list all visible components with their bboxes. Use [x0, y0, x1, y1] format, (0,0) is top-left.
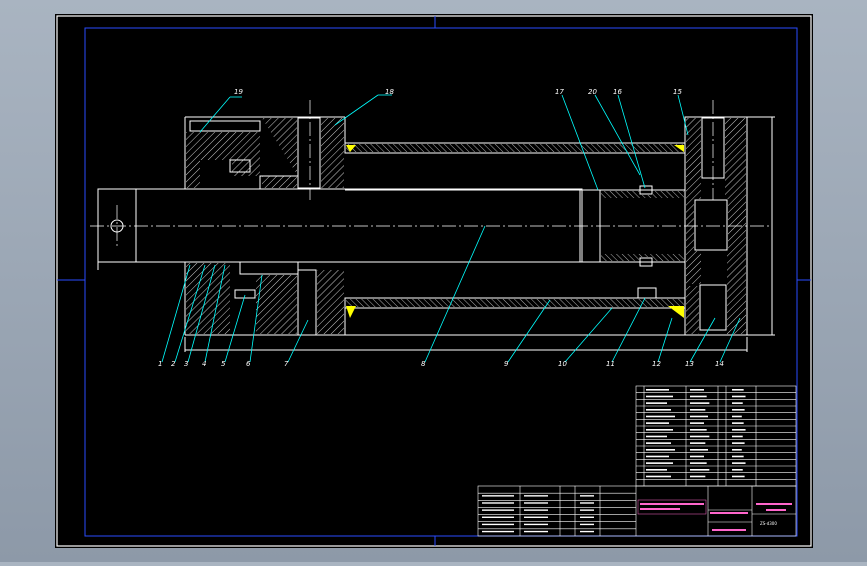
parts-list-entry — [690, 462, 707, 464]
parts-list-entry — [690, 395, 707, 398]
parts-list-entry — [646, 449, 675, 451]
parts-list-entry — [690, 429, 707, 431]
parts-list-entry — [690, 415, 708, 418]
seals — [346, 145, 684, 318]
part-label-13: 13 — [685, 360, 694, 368]
parts-list-entry — [646, 395, 673, 398]
parts-list-entry — [732, 429, 746, 431]
top-part-labels: 19 18 17 20 16 15 — [234, 88, 682, 96]
parts-list-entry — [690, 402, 710, 404]
parts-list-entry — [690, 422, 704, 424]
title-block-entry — [580, 502, 594, 504]
parts-list-entry — [732, 475, 745, 478]
title-block-text: ZS-d300 — [637, 499, 792, 531]
part-label-4: 4 — [202, 360, 206, 368]
leader-lines — [161, 94, 741, 363]
parts-list-entry — [646, 422, 669, 424]
parts-list-entry — [646, 429, 673, 431]
center-marks — [57, 16, 811, 546]
parts-list-entry — [646, 402, 667, 404]
parts-list-entry — [690, 389, 704, 391]
part-label-20: 20 — [588, 88, 597, 96]
section-hatching — [186, 118, 746, 334]
centerline — [90, 100, 770, 247]
part-label-2: 2 — [171, 360, 176, 368]
inner-border — [84, 27, 798, 537]
parts-list-entry — [732, 469, 743, 471]
parts-list-entry — [690, 455, 704, 458]
parts-list-entry — [646, 442, 671, 444]
part-label-10: 10 — [558, 360, 567, 368]
title-block-entry — [524, 523, 548, 526]
title-block-entry — [482, 495, 514, 497]
part-label-9: 9 — [504, 360, 509, 368]
title-block-entry — [524, 509, 548, 511]
parts-list-entry — [646, 469, 667, 471]
part-label-17: 17 — [555, 88, 564, 96]
front-bolt — [297, 117, 321, 189]
part-label-12: 12 — [652, 360, 661, 368]
parts-list-entry — [690, 442, 706, 444]
part-label-8: 8 — [421, 360, 426, 368]
part-label-3: 3 — [184, 360, 188, 368]
part-label-7: 7 — [284, 360, 289, 368]
title-block — [477, 485, 797, 537]
parts-list-entry — [732, 455, 744, 458]
parts-list-entry — [646, 409, 671, 411]
bottom-part-labels: 1 2 3 4 5 6 7 8 9 10 11 12 13 14 — [158, 360, 724, 368]
parts-list-entry — [646, 455, 669, 458]
part-label-19: 19 — [234, 88, 243, 96]
title-block-entry — [482, 523, 514, 526]
parts-list-entry — [732, 395, 746, 398]
part-label-15: 15 — [673, 88, 682, 96]
parts-list-entry — [732, 435, 743, 438]
part-label-16: 16 — [613, 88, 622, 96]
parts-list-entry — [646, 435, 667, 438]
parts-list-entry — [690, 435, 710, 438]
parts-list-entry — [732, 442, 745, 444]
part-label-6: 6 — [246, 360, 251, 368]
parts-list-text — [646, 389, 746, 478]
title-block-entry — [482, 502, 514, 504]
part-label-14: 14 — [715, 360, 724, 368]
title-block-entry — [580, 509, 594, 511]
parts-list-entry — [732, 402, 743, 404]
parts-list-entry — [690, 409, 706, 411]
drawing-number: ZS-d300 — [760, 521, 777, 526]
parts-list-entry — [690, 469, 710, 471]
parts-list-entry — [646, 415, 675, 418]
title-block-entry — [524, 502, 548, 504]
parts-list-entry — [732, 422, 744, 424]
parts-list-table — [635, 385, 797, 487]
part-label-5: 5 — [221, 360, 226, 368]
head-screw — [189, 120, 261, 132]
piston-rod — [97, 188, 583, 263]
parts-list-entry — [690, 475, 706, 478]
title-block-entry — [580, 523, 594, 526]
parts-list-entry — [646, 389, 669, 391]
parts-list-entry — [690, 449, 708, 451]
parts-list-entry — [732, 449, 742, 451]
parts-list-entry — [732, 415, 742, 418]
title-block-entry — [482, 516, 514, 518]
parts-list-entry — [732, 389, 744, 391]
title-block-entry — [482, 509, 514, 511]
title-block-entry — [524, 516, 548, 518]
part-label-18: 18 — [385, 88, 394, 96]
parts-list-entry — [732, 462, 746, 464]
part-label-1: 1 — [158, 360, 162, 368]
title-block-entry — [482, 530, 514, 533]
outer-border — [56, 15, 812, 547]
parts-list-entry — [646, 475, 671, 478]
parts-list-entry — [646, 462, 673, 464]
title-block-entry — [524, 495, 548, 497]
title-block-entry — [580, 495, 594, 497]
parts-list-entry — [732, 409, 745, 411]
title-block-entry — [580, 516, 594, 518]
part-label-11: 11 — [606, 360, 615, 368]
title-block-entry — [524, 530, 548, 533]
title-block-entry — [580, 530, 594, 533]
